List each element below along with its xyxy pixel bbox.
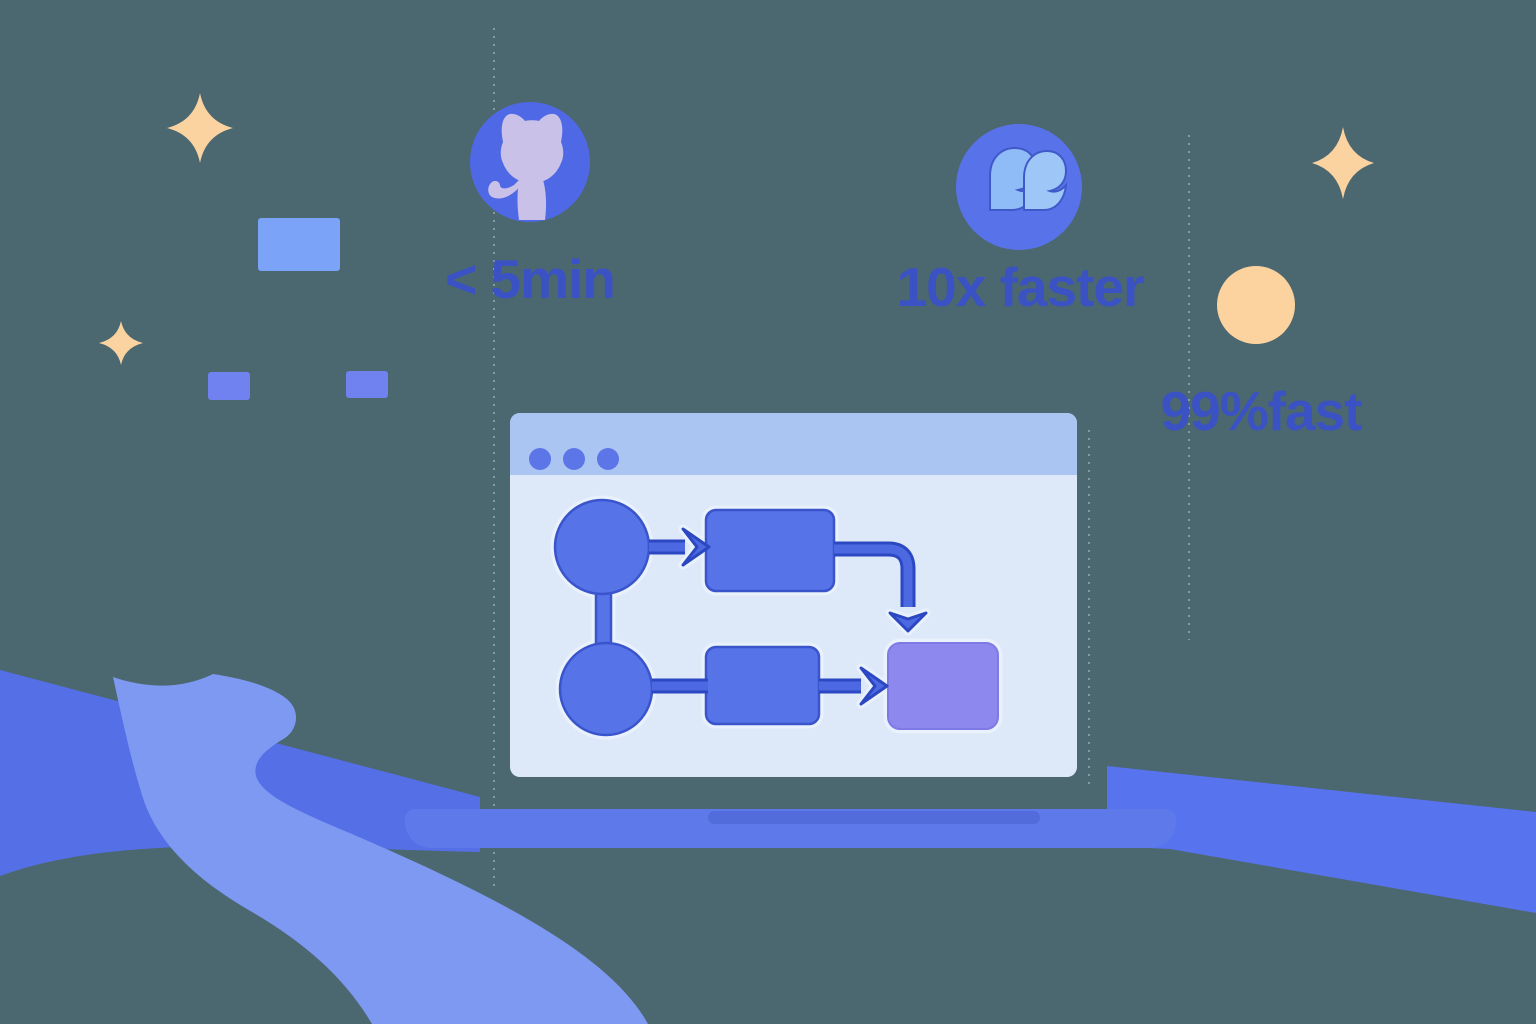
browser-window	[510, 413, 1077, 777]
land-right	[1107, 766, 1536, 913]
sparkle-star-icon	[99, 321, 143, 365]
laptop-base-notch	[708, 811, 1040, 824]
sparkle-star-icon	[167, 93, 233, 163]
flow-node-rect-accent	[887, 642, 999, 730]
pixel-rect	[208, 372, 250, 400]
pixel-rect	[346, 371, 388, 398]
flowchart	[550, 495, 1003, 740]
window-header	[510, 413, 1077, 475]
sun-icon	[1217, 266, 1295, 344]
arrowhead-down-icon	[888, 611, 928, 633]
flow-arrow-elbow	[834, 544, 913, 607]
metric-label-sun: 99%fast	[1160, 380, 1363, 442]
pixel-rect	[258, 218, 340, 271]
dotted-guide-line	[1088, 430, 1090, 790]
double-wave-icon	[956, 124, 1082, 250]
window-dot	[563, 448, 585, 470]
metric-label-github: < 5min	[445, 248, 616, 310]
river	[113, 674, 648, 1024]
dotted-guide-line	[1188, 135, 1190, 640]
flow-node-rect	[704, 645, 821, 726]
window-dot	[597, 448, 619, 470]
metric-label-wave: 10x faster	[896, 256, 1145, 318]
arrowhead-right-icon	[859, 666, 889, 706]
github-octocat-icon	[470, 102, 590, 222]
dotted-guide-line	[493, 28, 495, 890]
flow-node-rect	[704, 508, 836, 593]
flow-node-circle	[553, 498, 651, 596]
laptop-base	[405, 809, 1176, 848]
window-dot	[529, 448, 551, 470]
flow-node-circle	[558, 641, 654, 737]
sparkle-star-icon	[1312, 127, 1374, 199]
arrowhead-right-icon	[681, 527, 711, 567]
